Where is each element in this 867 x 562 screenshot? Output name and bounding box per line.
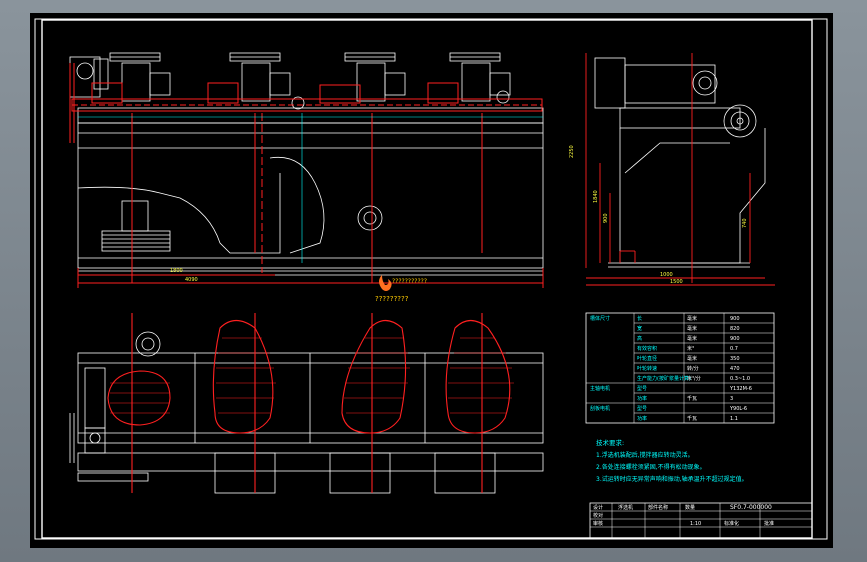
spec-value: 1.1 — [730, 416, 738, 422]
spec-sub: 叶轮直径 — [637, 355, 657, 362]
notes-line3: 3.试运转时应无异常声响和振动,轴承温升不超过规定值。 — [596, 475, 748, 483]
spec-sub: 生产能力(按矿浆量计算) — [637, 375, 691, 382]
tb-scale: 1:10 — [690, 521, 701, 527]
spec-unit: 毫米 — [687, 315, 697, 322]
spec-sub: 型号 — [637, 405, 647, 412]
spec-sub: 长 — [637, 315, 642, 322]
dim-side-mid: 900 — [603, 213, 609, 223]
front-view: 1800 4090 — [69, 52, 544, 288]
notes-title: 技术要求: — [596, 438, 624, 447]
tb-label-c: 审核 — [593, 520, 603, 527]
spec-sub: 功率 — [637, 415, 647, 422]
spec-value: 470 — [730, 366, 740, 372]
spec-value: 820 — [730, 326, 740, 332]
notes-line1: 1.浮选机装配后,搅拌器应转动灵活。 — [596, 451, 694, 459]
title-block: 设计 校对 审核 浮选机 部件名称 数量 1:10 标准化 批准 SF0.7-0… — [589, 502, 813, 539]
tb-col-x: 标准化 — [724, 520, 739, 527]
dim-side-w1: 1000 — [660, 272, 673, 278]
spec-value: 900 — [730, 316, 740, 322]
spec-label: 槽体尺寸 — [590, 315, 610, 322]
spec-value: 0.3~1.0 — [730, 376, 750, 382]
cad-drawing: 1800 4090 — [34, 18, 828, 540]
spec-label: 刮板电机 — [590, 405, 610, 412]
watermark-line1: ??????????? — [392, 278, 427, 285]
spec-value: Y132M-6 — [729, 386, 752, 392]
watermark-line2: ????????? — [375, 295, 409, 303]
drawing-sheet: 1800 4090 — [30, 13, 833, 548]
spec-unit: 毫米 — [687, 335, 697, 342]
tb-name: 浮选机 — [618, 504, 633, 511]
flame-logo-icon — [379, 275, 392, 291]
spec-unit: 毫米 — [687, 355, 697, 362]
spec-sub: 功率 — [637, 395, 647, 402]
tb-label-b: 校对 — [593, 512, 603, 519]
outer-frame — [34, 18, 828, 540]
technical-notes: 技术要求: 1.浮选机装配后,搅拌器应转动灵活。 2.各处连接螺栓须紧固,不得有… — [596, 438, 748, 483]
notes-line2: 2.各处连接螺栓须紧固,不得有松动现象。 — [596, 463, 706, 471]
tb-label-a: 设计 — [593, 504, 603, 511]
spec-value: 900 — [730, 336, 740, 342]
spec-sub: 叶轮转速 — [637, 365, 657, 372]
dim-side-height: 2250 — [569, 145, 575, 158]
tb-qty: 数量 — [685, 504, 695, 511]
dim-bottom-width: 4090 — [185, 277, 198, 283]
plan-view — [69, 313, 544, 494]
spec-value: Y90L-6 — [729, 406, 747, 412]
side-view: 2250 1840 900 1000 1500 740 — [569, 53, 775, 286]
spec-unit: 米³ — [687, 345, 694, 352]
spec-unit: 转/分 — [687, 365, 699, 372]
tb-material: 部件名称 — [648, 504, 668, 511]
spec-unit: 千瓦 — [687, 415, 697, 422]
tb-col-y: 批准 — [764, 520, 774, 527]
dim-top-width: 1800 — [170, 268, 183, 274]
spec-sub: 高 — [637, 335, 642, 342]
spec-unit: 米³/分 — [687, 375, 701, 382]
tb-drawing-no: SF0.7-000000 — [730, 504, 772, 511]
spec-value: 3 — [730, 396, 733, 402]
spec-label: 主轴电机 — [590, 385, 610, 392]
spec-value: 350 — [730, 356, 740, 362]
spec-unit: 千瓦 — [687, 395, 697, 402]
spec-unit: 毫米 — [687, 325, 697, 332]
dim-small: 740 — [742, 218, 748, 228]
spec-sub: 宽 — [637, 325, 642, 332]
spec-sub: 型号 — [637, 385, 647, 392]
inner-frame — [41, 19, 813, 539]
watermark: ??????????? ????????? — [375, 275, 427, 303]
dim-side-w2: 1500 — [670, 279, 683, 285]
spec-sub: 有效容积 — [637, 345, 657, 352]
spec-value: 0.7 — [730, 346, 738, 352]
dim-side-inner: 1840 — [593, 190, 599, 203]
